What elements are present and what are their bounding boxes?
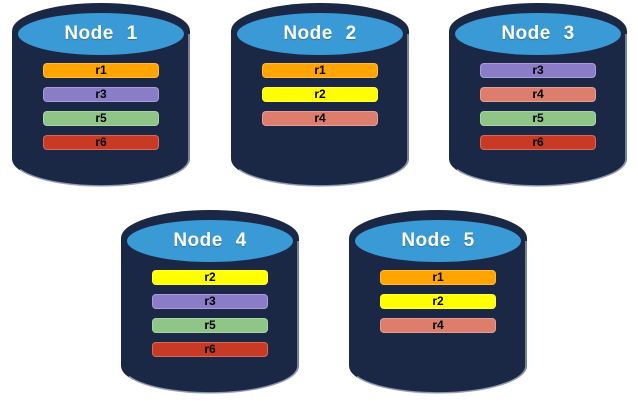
node-label: Node 5: [401, 230, 475, 251]
node-label: Node 1: [64, 23, 138, 44]
replica-bar-r3: r3: [480, 63, 596, 78]
cylinder-top: [18, 13, 184, 55]
replica-bar-r1: r1: [262, 63, 378, 78]
replica-bar-r6: r6: [480, 135, 596, 150]
replica-bar-r5: r5: [480, 111, 596, 126]
cylinder-top: [237, 13, 403, 55]
replica-list: r2 r3 r5 r6: [152, 270, 268, 366]
replica-bar-r3: r3: [152, 294, 268, 309]
db-node-1: Node 1 r1 r3 r5 r6: [12, 1, 190, 191]
cylinder-edge-highlight: [356, 241, 527, 394]
replica-list: r1 r2 r4: [262, 63, 378, 135]
replica-bar-r5: r5: [152, 318, 268, 333]
node-label: Node 4: [173, 230, 247, 251]
replica-bar-r4: r4: [380, 318, 496, 333]
replica-bar-r4: r4: [480, 87, 596, 102]
cylinder-top: [455, 13, 621, 55]
replica-list: r1 r2 r4: [380, 270, 496, 342]
replica-bar-r2: r2: [380, 294, 496, 309]
db-node-4: Node 4 r2 r3 r5 r6: [121, 208, 299, 398]
replica-list: r3 r4 r5 r6: [480, 63, 596, 159]
cylinder-edge-highlight: [19, 34, 190, 187]
replica-bar-r2: r2: [152, 270, 268, 285]
node-label: Node 3: [501, 23, 575, 44]
replica-bar-r3: r3: [43, 87, 159, 102]
replica-bar-r1: r1: [380, 270, 496, 285]
cylinder-edge-highlight: [456, 34, 627, 187]
cylinder-top: [127, 220, 293, 262]
replica-bar-r1: r1: [43, 63, 159, 78]
replica-bar-r2: r2: [262, 87, 378, 102]
cylinder-edge-highlight: [128, 241, 299, 394]
replica-bar-r5: r5: [43, 111, 159, 126]
db-node-3: Node 3 r3 r4 r5 r6: [449, 1, 627, 191]
replica-bar-r6: r6: [152, 342, 268, 357]
cylinder-edge-highlight: [238, 34, 409, 187]
db-node-2: Node 2 r1 r2 r4: [231, 1, 409, 191]
cylinder-top: [355, 220, 521, 262]
node-label: Node 2: [283, 23, 357, 44]
replica-list: r1 r3 r5 r6: [43, 63, 159, 159]
replica-bar-r6: r6: [43, 135, 159, 150]
replica-bar-r4: r4: [262, 111, 378, 126]
db-node-5: Node 5 r1 r2 r4: [349, 208, 527, 398]
